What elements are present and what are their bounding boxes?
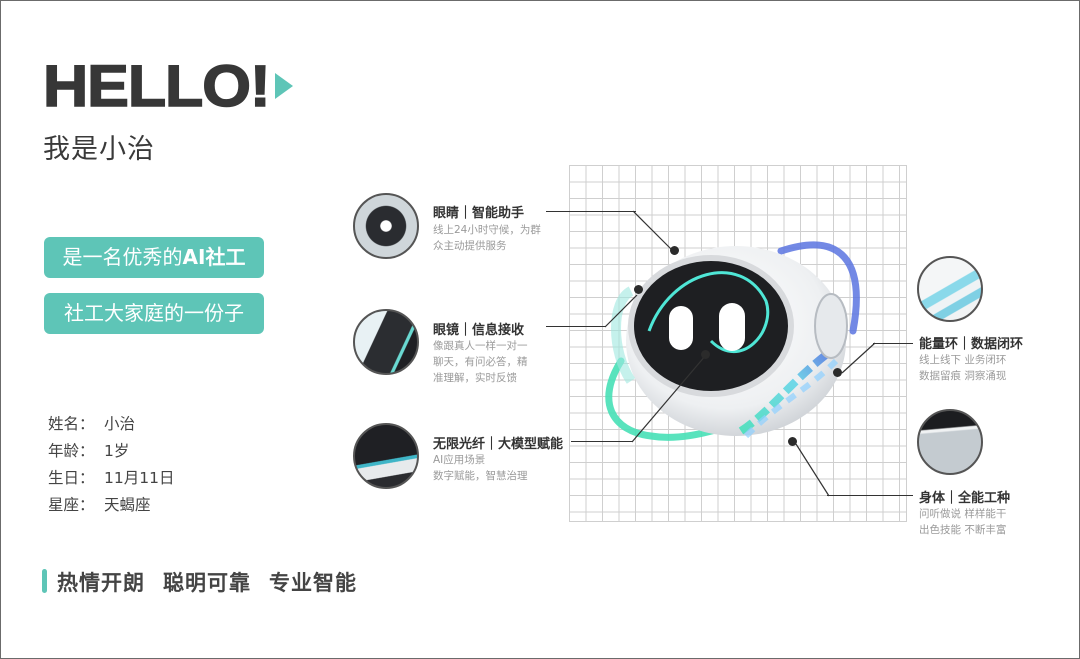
- profile-row-zodiac: 星座： 天蝎座: [48, 492, 174, 519]
- desc-line: 线上24小时守候，为群: [433, 224, 541, 236]
- trait: 热情开朗: [57, 571, 145, 595]
- eye-closeup-icon: [353, 193, 419, 259]
- leader-line-body: [827, 495, 913, 497]
- trait: 聪明可靠: [163, 571, 251, 595]
- profile-value: 11月11日: [104, 469, 175, 487]
- desc-line: 数字赋能，智慧治理: [433, 470, 528, 482]
- profile-value: 1岁: [104, 442, 130, 460]
- desc-line: 众主动提供服务: [433, 240, 507, 252]
- profile-row-name: 姓名： 小治: [48, 411, 174, 438]
- leader-line-eyes: [546, 211, 636, 213]
- feature-title-visor: 眼镜｜信息接收: [433, 323, 525, 338]
- feature-desc-visor: 像跟真人一样一对一 聊天，有问必答，精 准理解，实时反馈: [433, 338, 528, 386]
- profile-label: 姓名：: [48, 415, 95, 433]
- desc-line: 数据留痕 洞察涌现: [919, 370, 1007, 382]
- profile-row-birthday: 生日： 11月11日: [48, 465, 174, 492]
- badge-ai-social-worker: 是一名优秀的AI社工: [44, 237, 264, 278]
- pointer-dot-fiber: [701, 350, 710, 359]
- desc-line: 聊天，有问必答，精: [433, 356, 528, 368]
- pointer-dot-visor: [634, 285, 643, 294]
- profile-label: 年龄：: [48, 442, 95, 460]
- profile-label: 生日：: [48, 469, 95, 487]
- feature-title-body: 身体｜全能工种: [919, 491, 1011, 506]
- visor-closeup-icon: [353, 309, 419, 375]
- pointer-dot-ring: [833, 368, 842, 377]
- leader-line-ring: [873, 343, 913, 345]
- desc-line: 问听做说 样样能干: [919, 508, 1007, 520]
- energy-ring-closeup-icon: [917, 256, 983, 322]
- profile-info: 姓名： 小治 年龄： 1岁 生日： 11月11日 星座： 天蝎座: [48, 411, 174, 519]
- accent-bar: [42, 569, 47, 593]
- intro-subtitle: 我是小治: [43, 134, 155, 165]
- profile-value: 小治: [104, 415, 136, 433]
- leader-diagonal-fiber: [631, 354, 707, 443]
- fiber-closeup-icon: [353, 423, 419, 489]
- body-closeup-icon: [917, 409, 983, 475]
- badge-bold: AI社工: [182, 245, 246, 269]
- profile-label: 星座：: [48, 496, 95, 514]
- leader-line-visor: [546, 326, 606, 328]
- leader-line-fiber: [571, 441, 633, 443]
- feature-desc-fiber: AI应用场景 数字赋能，智慧治理: [433, 452, 528, 484]
- profile-row-age: 年龄： 1岁: [48, 438, 174, 465]
- badge-family-member: 社工大家庭的一份子: [44, 293, 264, 334]
- desc-line: 像跟真人一样一对一: [433, 340, 528, 352]
- traits-line: 热情开朗聪明可靠专业智能: [57, 567, 375, 597]
- feature-desc-eyes: 线上24小时守候，为群 众主动提供服务: [433, 222, 541, 254]
- feature-title-eyes: 眼睛｜智能助手: [433, 206, 525, 221]
- leader-diagonal-body: [795, 443, 830, 497]
- hello-heading: HELLO!: [42, 54, 271, 119]
- feature-title-ring: 能量环｜数据闭环: [919, 337, 1024, 352]
- trait: 专业智能: [269, 571, 357, 595]
- robot-head-illustration: [605, 241, 860, 441]
- feature-title-fiber: 无限光纤｜大模型赋能: [433, 437, 564, 452]
- profile-value: 天蝎座: [104, 496, 151, 514]
- desc-line: 线上线下 业务闭环: [919, 354, 1007, 366]
- leader-diagonal-ring: [841, 342, 876, 374]
- feature-desc-ring: 线上线下 业务闭环 数据留痕 洞察涌现: [919, 352, 1006, 384]
- feature-desc-body: 问听做说 样样能干 出色技能 不断丰富: [919, 506, 1006, 538]
- desc-line: 出色技能 不断丰富: [919, 524, 1007, 536]
- pointer-dot-eyes: [670, 246, 679, 255]
- badge-prefix: 是一名优秀的: [62, 245, 183, 269]
- leader-diagonal-visor: [604, 294, 638, 328]
- leader-diagonal-eyes: [632, 210, 676, 254]
- desc-line: AI应用场景: [433, 454, 486, 466]
- pointer-dot-body: [788, 437, 797, 446]
- desc-line: 准理解，实时反馈: [433, 372, 517, 384]
- play-triangle-icon: [275, 73, 293, 99]
- badge-text: 社工大家庭的一份子: [64, 301, 244, 325]
